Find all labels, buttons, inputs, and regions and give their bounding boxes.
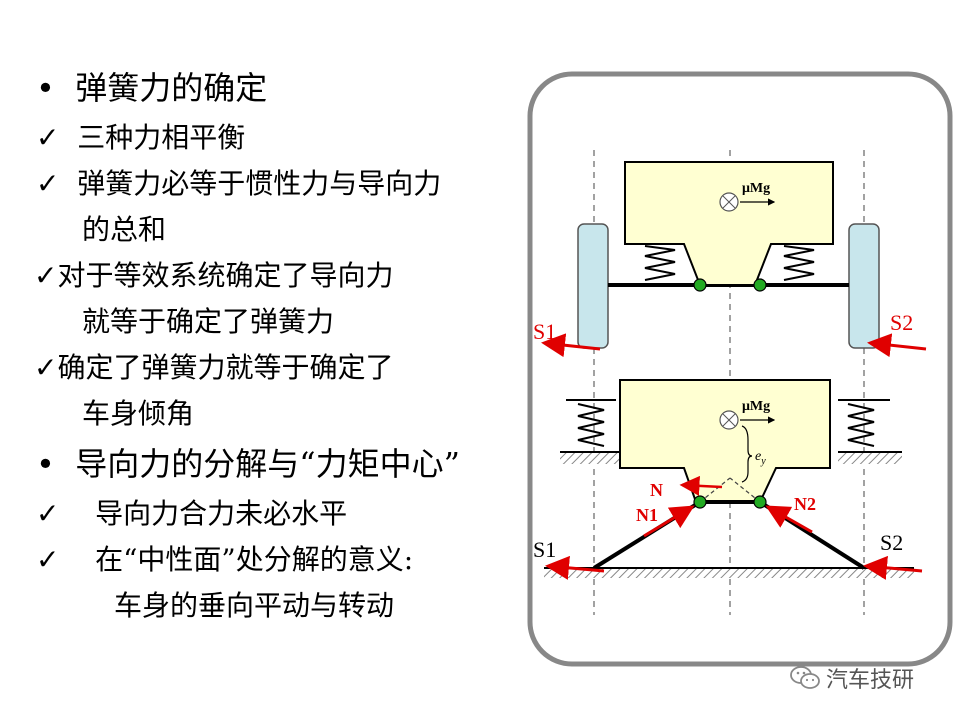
line-8-text: 导向力的分解与“力矩中心” — [75, 445, 460, 483]
spring-right-bottom — [847, 403, 875, 447]
line-10-text: 在“中性面”处分解的意义: — [95, 543, 414, 576]
check-icon: ✓ — [36, 121, 60, 154]
line-5-text: 就等于确定了弹簧力 — [82, 305, 335, 338]
line-11-text: 车身的垂向平动与转动 — [114, 589, 395, 622]
arrow-n — [679, 475, 723, 496]
arrow-s2-bottom — [863, 555, 923, 580]
top-diagram: μMg S1 S2 — [533, 161, 927, 358]
line-4: ✓对于等效系统确定了导向力 — [34, 262, 393, 290]
line-7-text: 车身倾角 — [82, 397, 195, 430]
watermark-text: 汽车技研 — [826, 668, 915, 693]
arrow-s1-top — [541, 333, 601, 358]
joint-left-top — [693, 278, 707, 292]
check-icon: ✓ — [34, 259, 58, 292]
label-s2-bottom: S2 — [880, 530, 903, 555]
line-1-text: 三种力相平衡 — [77, 121, 246, 154]
line-9: ✓ 导向力合力未必水平 — [36, 500, 347, 528]
ey-brace — [741, 425, 753, 483]
wechat-icon — [790, 666, 820, 689]
line-9-text: 导向力合力未必水平 — [95, 497, 348, 530]
spring-left-top — [644, 245, 676, 281]
line-3: 的总和 — [82, 216, 166, 244]
bottom-diagram: μMg ey N N1 N2 S1 S2 — [533, 379, 923, 580]
line-1: ✓ 三种力相平衡 — [36, 124, 245, 152]
line-7: 车身倾角 — [82, 400, 194, 428]
joint-right-bottom — [753, 495, 767, 509]
label-n1: N1 — [636, 505, 658, 525]
ground-right — [838, 452, 902, 464]
text-block: • 弹簧力的确定 ✓ 三种力相平衡 ✓ 弹簧力必等于惯性力与导向力 的总和 ✓对… — [34, 72, 460, 620]
label-s1-bottom: S1 — [533, 537, 556, 562]
label-s1-top: S1 — [533, 319, 556, 344]
bullet-icon: • — [36, 445, 55, 483]
arrow-n2 — [765, 505, 813, 534]
mass-label-top: μMg — [742, 181, 770, 196]
line-6-text: 确定了弹簧力就等于确定了 — [57, 351, 394, 384]
line-0-text: 弹簧力的确定 — [75, 69, 268, 107]
label-n: N — [650, 480, 663, 500]
tire-right — [848, 223, 880, 349]
line-0: • 弹簧力的确定 — [36, 72, 267, 104]
spring-left-bottom — [577, 403, 605, 447]
line-11: 车身的垂向平动与转动 — [114, 592, 394, 620]
check-icon: ✓ — [36, 167, 60, 200]
joint-left-bottom — [693, 495, 707, 509]
arrow-s1-bottom — [545, 555, 605, 580]
label-n2: N2 — [794, 494, 816, 514]
ey-label: ey — [755, 449, 766, 467]
check-icon: ✓ — [34, 351, 58, 384]
spring-right-top — [783, 245, 815, 281]
line-2: ✓ 弹簧力必等于惯性力与导向力 — [36, 170, 441, 198]
line-5: 就等于确定了弹簧力 — [82, 308, 334, 336]
ground-left — [560, 452, 620, 464]
line-3-text: 的总和 — [82, 213, 167, 246]
line-6: ✓确定了弹簧力就等于确定了 — [34, 354, 393, 382]
line-10: ✓ 在“中性面”处分解的意义: — [36, 546, 413, 574]
bullet-icon: • — [36, 69, 55, 107]
line-4-text: 对于等效系统确定了导向力 — [57, 259, 394, 292]
joint-right-top — [753, 278, 767, 292]
watermark: 汽车技研 — [790, 662, 914, 694]
check-icon: ✓ — [36, 543, 60, 576]
line-2-text: 弹簧力必等于惯性力与导向力 — [77, 167, 442, 200]
label-s2-top: S2 — [890, 310, 913, 335]
line-8: • 导向力的分解与“力矩中心” — [36, 448, 460, 480]
check-icon: ✓ — [36, 497, 60, 530]
ground-bottom — [544, 568, 914, 578]
arrow-s2-top — [867, 333, 927, 358]
arrow-n1 — [643, 505, 695, 538]
diagram-frame — [527, 71, 953, 667]
mass-label-bottom: μMg — [742, 399, 770, 414]
tire-left — [577, 223, 609, 349]
